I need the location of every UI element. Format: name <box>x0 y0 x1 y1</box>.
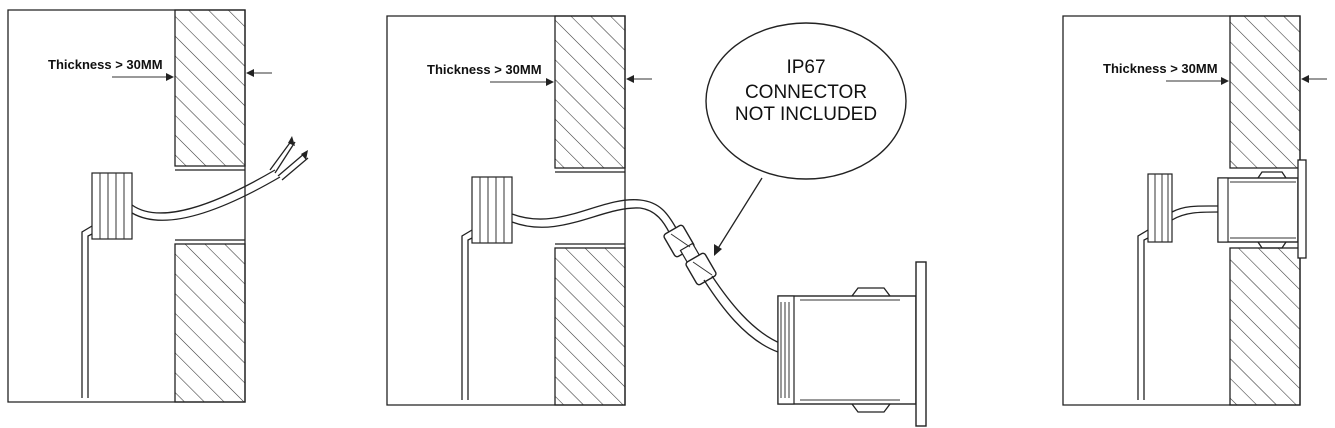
wire-1b <box>274 141 296 174</box>
wall-lower <box>1229 247 1301 406</box>
callout-bubble <box>705 22 907 180</box>
thickness-label: Thickness > 30MM <box>1103 61 1218 76</box>
mount-flange <box>1297 159 1307 259</box>
cable-driver-top <box>703 279 779 353</box>
cable-top <box>511 199 677 229</box>
ip67-connector <box>663 224 717 286</box>
panel-2: Thickness > 30MM IP67 CONNECTOR NOT IN <box>386 15 927 427</box>
fixture-stem <box>81 225 93 398</box>
wire-2b <box>281 157 309 181</box>
driver-housing <box>777 261 927 427</box>
wall-lower <box>174 243 246 403</box>
wall-upper <box>1229 15 1301 169</box>
cable-top <box>131 169 276 214</box>
wall-upper <box>174 9 246 167</box>
callout-line-3: NOT INCLUDED <box>735 104 877 125</box>
cable-driver-bottom <box>711 275 783 345</box>
callout-line-1: IP67 <box>786 57 825 78</box>
cable-bottom <box>131 176 281 221</box>
wall-lower <box>554 247 626 406</box>
arrow-head-in <box>166 73 174 81</box>
recessed-driver <box>1217 159 1307 259</box>
thickness-label: Thickness > 30MM <box>427 62 542 77</box>
callout-pointer <box>716 177 763 251</box>
thickness-label: Thickness > 30MM <box>48 57 163 72</box>
wire-1 <box>269 139 293 171</box>
cable-bottom <box>1171 211 1219 221</box>
arrow-head-out <box>246 69 254 77</box>
coil-block <box>471 176 513 244</box>
cable-bottom <box>511 207 671 235</box>
panel-1: Thickness > 30MM <box>7 9 309 403</box>
coil-block <box>91 172 133 240</box>
panel-3: Thickness > 30MM <box>1062 15 1327 406</box>
mount-flange <box>915 261 927 427</box>
wall-upper <box>554 15 626 169</box>
cable-top <box>1171 205 1219 213</box>
fixture-stem-inner <box>87 231 97 398</box>
wire-2 <box>277 152 306 177</box>
callout-line-2: CONNECTOR <box>745 82 867 103</box>
